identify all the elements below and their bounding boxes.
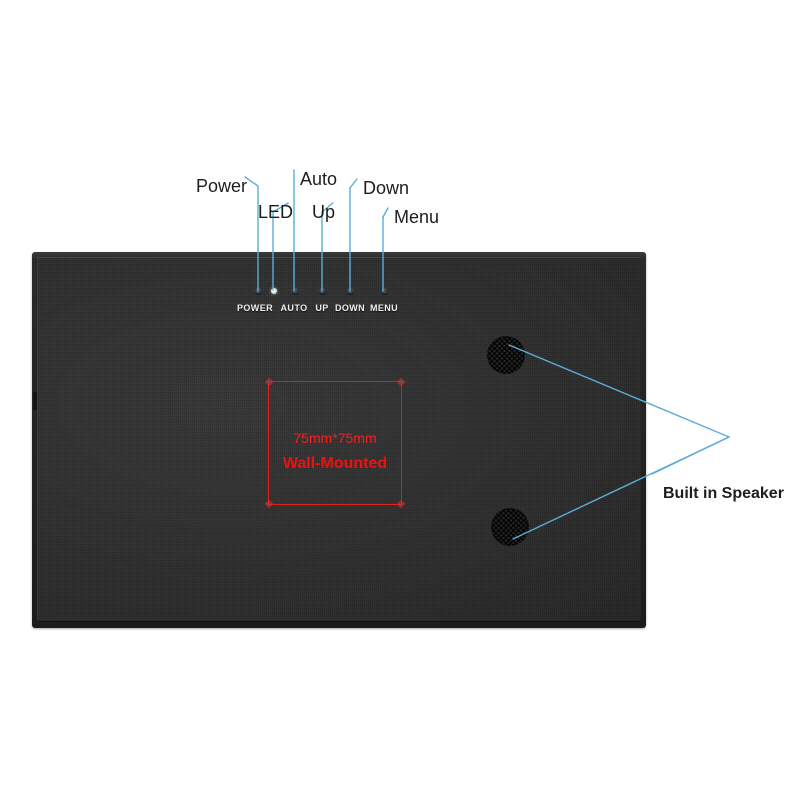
built-in-speaker-label: Built in Speaker — [663, 485, 784, 502]
button-caption-up: UP — [315, 303, 329, 313]
vesa-mount-outline — [264, 377, 406, 509]
button-menu[interactable] — [381, 288, 388, 295]
callout-label-down: Down — [363, 178, 410, 198]
button-caption-menu: MENU — [369, 303, 399, 313]
callout-label-auto: Auto — [300, 169, 338, 189]
callout-label-up: Up — [312, 202, 336, 222]
panel-side-seam — [33, 392, 37, 410]
led-indicator — [271, 288, 277, 294]
callout-label-led: LED — [258, 202, 294, 222]
button-up[interactable] — [319, 288, 326, 295]
button-auto[interactable] — [292, 288, 299, 295]
button-caption-power: POWER — [236, 303, 274, 313]
vesa-size-text: 75mm*75mm — [293, 430, 377, 446]
callout-label-power: Power — [196, 176, 248, 196]
button-caption-down: DOWN — [334, 303, 366, 313]
button-power[interactable] — [255, 288, 262, 295]
button-down[interactable] — [347, 288, 354, 295]
vesa-title-text: Wall-Mounted — [282, 455, 388, 472]
button-caption-auto: AUTO — [280, 303, 308, 313]
callout-label-menu: Menu — [394, 207, 440, 227]
